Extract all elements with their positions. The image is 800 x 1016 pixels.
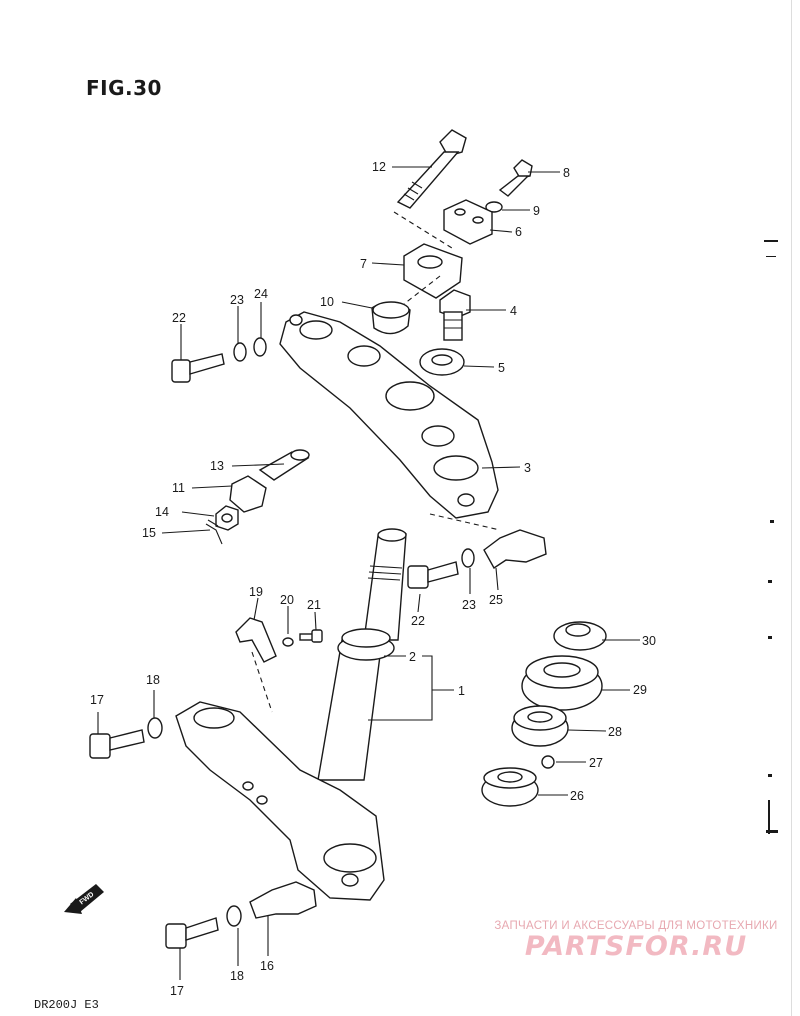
part-22-bolt-upper xyxy=(171,353,225,383)
part-28-bearing-race xyxy=(511,705,569,747)
part-9-washer xyxy=(485,201,503,213)
part-21-bolt xyxy=(299,629,323,643)
callout-22-right: 22 xyxy=(411,614,425,628)
callout-29: 29 xyxy=(633,683,647,697)
part-30-nut xyxy=(553,621,607,651)
watermark-brand: PARTSFOR.RU xyxy=(524,931,748,962)
part-17-bolt-bottom xyxy=(165,917,219,949)
part-25-clamp xyxy=(483,529,547,570)
callout-2: 2 xyxy=(409,650,416,664)
callout-25: 25 xyxy=(489,593,503,607)
part-23-washer-right xyxy=(461,548,475,568)
callout-17-bottom: 17 xyxy=(170,984,184,998)
part-16-clamp xyxy=(249,881,317,919)
part-19-bracket xyxy=(235,617,277,663)
callout-23-upper: 23 xyxy=(230,293,244,307)
part-1-steering-stem xyxy=(317,528,407,781)
fwd-arrow-icon: FWD xyxy=(64,884,104,914)
part-11-cushion xyxy=(229,475,267,513)
part-26-bearing-race xyxy=(481,767,539,807)
model-code: DR200J E3 xyxy=(34,998,99,1012)
part-6-clamp xyxy=(443,199,493,245)
part-18-washer-left xyxy=(147,717,163,739)
callout-10: 10 xyxy=(320,295,334,309)
figure-title: FIG.30 xyxy=(86,76,162,100)
part-10-cushion xyxy=(371,301,411,335)
callout-24: 24 xyxy=(254,287,268,301)
callout-12: 12 xyxy=(372,160,386,174)
callout-20: 20 xyxy=(280,593,294,607)
callout-23-right: 23 xyxy=(462,598,476,612)
part-22-bolt-right xyxy=(407,561,459,589)
part-29-seal xyxy=(521,655,603,711)
lower-bracket xyxy=(175,701,385,901)
part-20-washer xyxy=(282,637,294,647)
callout-3: 3 xyxy=(524,461,531,475)
part-3-upper-bracket xyxy=(279,311,499,519)
callout-15: 15 xyxy=(142,526,156,540)
alignment-lines xyxy=(251,211,501,713)
part-8-bolt xyxy=(498,159,533,197)
callout-18-bottom: 18 xyxy=(230,969,244,983)
callout-17-left: 17 xyxy=(90,693,104,707)
callout-19: 19 xyxy=(249,585,263,599)
callout-8: 8 xyxy=(563,166,570,180)
callout-11: 11 xyxy=(172,481,185,495)
callout-27: 27 xyxy=(589,756,603,770)
watermark: ЗАПЧАСТИ И АКСЕССУАРЫ ДЛЯ МОТОТЕХНИКИ PA… xyxy=(486,920,786,962)
leader-lines xyxy=(97,166,640,980)
part-17-bolt-left xyxy=(89,729,145,759)
part-15-cotter-pin xyxy=(205,519,223,545)
part-4-bolt xyxy=(439,289,471,341)
part-2-seal xyxy=(337,628,395,661)
callout-30: 30 xyxy=(642,634,656,648)
callout-9: 9 xyxy=(533,204,540,218)
part-24-washer-upper xyxy=(253,337,267,357)
callout-7: 7 xyxy=(360,257,367,271)
callout-1: 1 xyxy=(458,684,465,698)
part-23-washer-upper xyxy=(233,342,247,362)
scan-marks xyxy=(764,240,778,834)
callout-6: 6 xyxy=(515,225,522,239)
callout-5: 5 xyxy=(498,361,505,375)
part-5-washer xyxy=(419,348,465,376)
callout-13: 13 xyxy=(210,459,224,473)
part-12-bolt xyxy=(396,129,467,209)
callouts: 1 2 3 4 5 6 7 8 9 10 11 12 13 14 15 16 1… xyxy=(90,160,656,998)
callout-4: 4 xyxy=(510,304,517,318)
part-13-sleeve xyxy=(258,449,310,481)
callout-14: 14 xyxy=(155,505,169,519)
page-edge xyxy=(791,0,800,1016)
part-18-washer-bottom xyxy=(226,905,242,927)
callout-16: 16 xyxy=(260,959,274,973)
callout-22-upper: 22 xyxy=(172,311,186,325)
callout-21: 21 xyxy=(307,598,321,612)
part-14-nut xyxy=(215,505,239,531)
callout-18-left: 18 xyxy=(146,673,160,687)
part-7-clamp xyxy=(403,243,463,299)
part-27-ball xyxy=(541,755,555,769)
watermark-subtitle: ЗАПЧАСТИ И АКСЕССУАРЫ ДЛЯ МОТОТЕХНИКИ xyxy=(494,920,778,932)
callout-26: 26 xyxy=(570,789,584,803)
callout-28: 28 xyxy=(608,725,622,739)
